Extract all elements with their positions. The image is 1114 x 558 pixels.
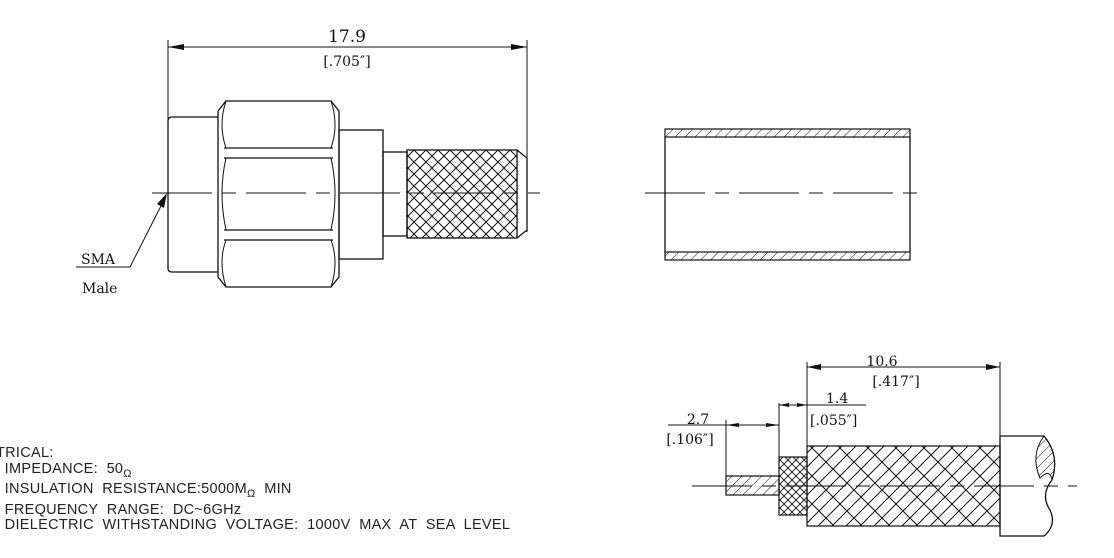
braid-mm: 10.6 (866, 354, 897, 370)
knurled-crimp-sleeve (406, 149, 518, 239)
body-collar (338, 129, 384, 260)
electrical-specs: TRICAL: IMPEDANCE: 50Ω INSULATION RESIST… (0, 445, 511, 534)
insulation-suffix: MIN (255, 481, 292, 498)
pin-inch: [.106″] (666, 432, 713, 448)
ferrule-wall-bottom (664, 251, 911, 261)
length-inch: [.705″] (323, 54, 370, 70)
leader-line (76, 195, 167, 268)
specs-heading: TRICAL: (0, 445, 54, 461)
spec-frequency: FREQUENCY RANGE: DC~6GHz (0, 501, 510, 519)
dielectric-inch: [.055″] (810, 413, 857, 429)
dielectric-dimension-arrows (779, 403, 807, 407)
ferrule-wall-top (664, 128, 911, 138)
hex-bands (224, 147, 333, 241)
insulation-text: INSULATION RESISTANCE:5000M (4, 481, 248, 498)
cable-break-section (1035, 435, 1056, 481)
spec-insulation: INSULATION RESISTANCE:5000MΩ MIN (0, 481, 510, 502)
frequency-text: FREQUENCY RANGE: DC~6GHz (4, 501, 242, 518)
coupling-nut-front (167, 116, 218, 273)
ferrule-view (645, 128, 925, 261)
label-male: Male (82, 281, 117, 297)
impedance-unit: Ω (123, 467, 132, 480)
sma-connector-view: 17.9 [.705″] SMA Male (76, 27, 540, 297)
length-mm: 17.9 (328, 27, 366, 47)
braid-inch: [.417″] (872, 374, 919, 390)
insulation-unit: Ω (247, 487, 256, 500)
sleeve-chamfer (516, 149, 528, 239)
pin-dimension-arrows (726, 423, 779, 427)
label-sma: SMA (81, 252, 116, 268)
hex-facet-curves (221, 100, 336, 288)
dielectric-mm: 1.4 (826, 391, 848, 407)
spec-voltage: DIELECTRIC WITHSTANDING VOLTAGE: 1000V M… (0, 517, 511, 534)
body-neck (382, 151, 408, 237)
pin-mm: 2.7 (687, 412, 709, 428)
cable-strip-view: 10.6 [.417″] 1.4 [.055″] 2.7 [.106″] (666, 354, 1077, 537)
spec-impedance: IMPEDANCE: 50Ω (0, 460, 510, 482)
impedance-text: IMPEDANCE: 50 (4, 460, 124, 477)
voltage-text: DIELECTRIC WITHSTANDING VOLTAGE: 1000V M… (4, 517, 511, 534)
leader-arrow (157, 193, 167, 208)
hex-nut (217, 100, 340, 288)
